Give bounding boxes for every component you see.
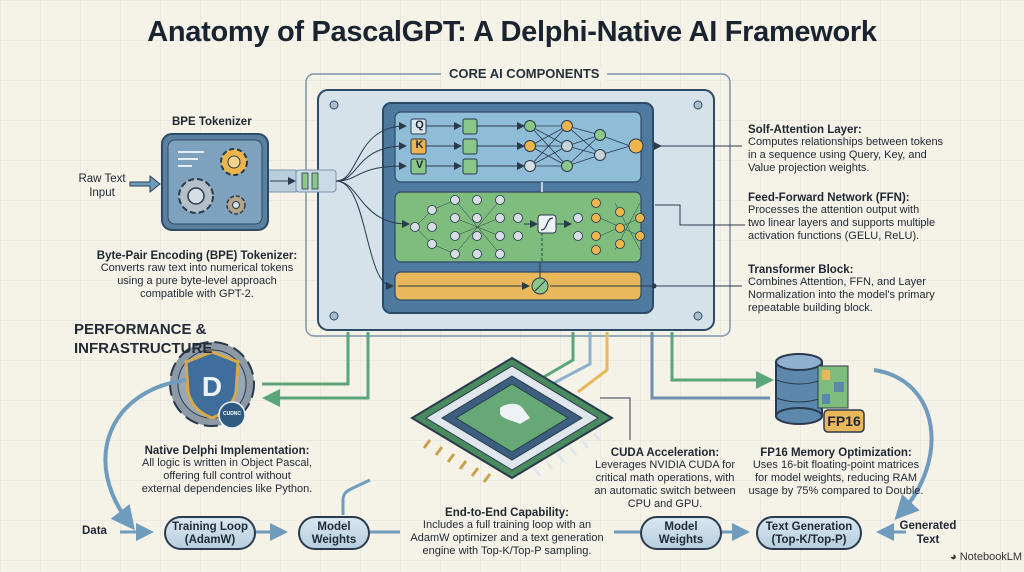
model-weights-node: Model Weights (640, 516, 722, 550)
native-delphi-description: Native Delphi Implementation: All logic … (112, 445, 342, 496)
desc-line: an automatic switch between (594, 485, 736, 497)
tokenizer-gear-icon (161, 133, 269, 231)
desc-line: offering full control without (163, 470, 291, 482)
notebooklm-watermark: ◕ NotebookLM (950, 551, 1022, 563)
desc-line: Leverages NVIDIA CUDA for (594, 459, 735, 471)
cuda-callout-line (600, 397, 631, 440)
desc-line: All logic is written in Object Pascal, (142, 457, 312, 469)
core-components-heading: CORE AI COMPONENTS (441, 66, 608, 81)
gpu-chip-icon (410, 356, 614, 483)
page-title: Anatomy of PascalGPT: A Delphi-Native AI… (147, 16, 877, 48)
native-delphi-title: Native Delphi Implementation: (144, 445, 310, 457)
desc-line: Value projection weights. (748, 162, 870, 174)
text-generation-node: Text Generation (Top-K/Top-P) (756, 516, 862, 550)
ffn-title: Feed-Forward Network (FFN): (748, 192, 910, 204)
delphi-pipe-out (262, 332, 350, 386)
fp16-description: FP16 Memory Optimization: Uses 16-bit fl… (740, 447, 932, 498)
model-weights-node: Model Weights (298, 516, 370, 550)
cuda-title: CUDA Acceleration: (610, 447, 720, 459)
transformer-block-title: Transformer Block: (748, 264, 854, 276)
node-line: (Top-K/Top-P) (771, 534, 847, 546)
desc-line: Converts raw text into numerical tokens (100, 262, 294, 274)
transformer-block-description: Transformer Block: Combines Attention, F… (748, 264, 1008, 315)
data-label: Data (82, 525, 107, 537)
watermark-text: NotebookLM (959, 551, 1023, 563)
generated-text-label: Generated Text (896, 519, 960, 547)
delphi-pipe-in (262, 332, 370, 407)
desc-line: usage by 75% compared to Double. (748, 485, 924, 497)
desc-line: in a sequence using Query, Key, and (748, 149, 927, 161)
end-to-end-description: End-to-End Capability: Includes a full t… (400, 507, 614, 558)
value-label: V (415, 159, 424, 171)
desc-line: AdamW optimizer and a text generation (410, 532, 604, 544)
key-label: K (415, 139, 424, 151)
tokenizer-label: BPE Tokenizer (172, 116, 252, 128)
notebooklm-logo-icon: ◕ (950, 551, 957, 563)
desc-line: Uses 16-bit floating-point matrices (752, 459, 920, 471)
performance-heading: PERFORMANCE & INFRASTRUCTURE (74, 320, 212, 358)
tokenizer-title: Byte-Pair Encoding (BPE) Tokenizer: (96, 250, 298, 262)
desc-line: for model weights, reducing RAM (754, 472, 917, 484)
desc-line: using a pure byte-level approach (117, 275, 277, 287)
desc-line: activation functions (GELU, ReLU). (748, 230, 920, 242)
node-line: Text Generation (765, 521, 853, 533)
delphi-badge-text: CUDNC (222, 411, 242, 417)
node-line: Training Loop (171, 521, 249, 533)
fp16-badge (823, 409, 865, 433)
right-cycle-arrow (873, 368, 934, 520)
tokenizer-description: Byte-Pair Encoding (BPE) Tokenizer: Conv… (86, 250, 308, 301)
cuda-description: CUDA Acceleration: Leverages NVIDIA CUDA… (585, 447, 745, 511)
self-attention-title: Solf-Attention Layer: (748, 124, 862, 136)
delphi-shield-icon: D (169, 341, 255, 429)
self-attention-description: Solf-Attention Layer: Computes relations… (748, 124, 1008, 175)
query-label: Q (415, 119, 424, 131)
desc-line: Computes relationships between tokens (748, 136, 944, 148)
raw-text-input-label: Raw Text Input (72, 172, 132, 200)
desc-line: compatible with GPT-2. (140, 288, 254, 300)
raw-text-line: Raw Text (78, 173, 126, 185)
desc-line: Processes the attention output with (748, 204, 920, 216)
node-line: Model (317, 521, 351, 533)
node-line: (AdamW) (184, 534, 236, 546)
ffn-callout-line (655, 204, 745, 226)
heading-line: INFRASTRUCTURE (74, 340, 213, 357)
fp16-badge-label: FP16 (827, 413, 861, 429)
node-line: Model (664, 521, 698, 533)
ffn-description: Feed-Forward Network (FFN): Processes th… (748, 192, 1008, 243)
transformer-block-panel (394, 262, 657, 301)
svg-text:D: D (202, 371, 222, 402)
heading-line: PERFORMANCE & (74, 321, 207, 338)
desc-line: Normalization into the model's primary (748, 289, 935, 301)
desc-line: repeatable building block. (748, 302, 873, 314)
node-line: Weights (658, 534, 704, 546)
desc-line: CPU and GPU. (627, 498, 703, 510)
fp16-title: FP16 Memory Optimization: (760, 447, 912, 459)
desc-line: Combines Attention, FFN, and Layer (748, 276, 926, 288)
label-line: Text (916, 534, 940, 546)
desc-line: two linear layers and supports multiple (748, 217, 936, 229)
desc-line: external dependencies like Python. (141, 483, 313, 495)
database-icon (775, 353, 849, 425)
end-to-end-title: End-to-End Capability: (445, 507, 569, 519)
desc-line: engine with Top-K/Top-P sampling. (422, 545, 592, 557)
input-line: Input (89, 187, 115, 199)
tokenizer-connector (268, 122, 410, 290)
ffn-panel (394, 182, 645, 263)
left-cycle-arrow (103, 378, 187, 531)
label-line: Generated (899, 520, 957, 532)
raw-text-arrow-icon (129, 174, 161, 194)
training-loop-node: Training Loop (AdamW) (164, 516, 256, 550)
desc-line: critical math operations, with (595, 472, 735, 484)
node-line: Weights (311, 534, 357, 546)
self-attention-panel (394, 111, 644, 183)
desc-line: Includes a full training loop with an (422, 519, 592, 531)
